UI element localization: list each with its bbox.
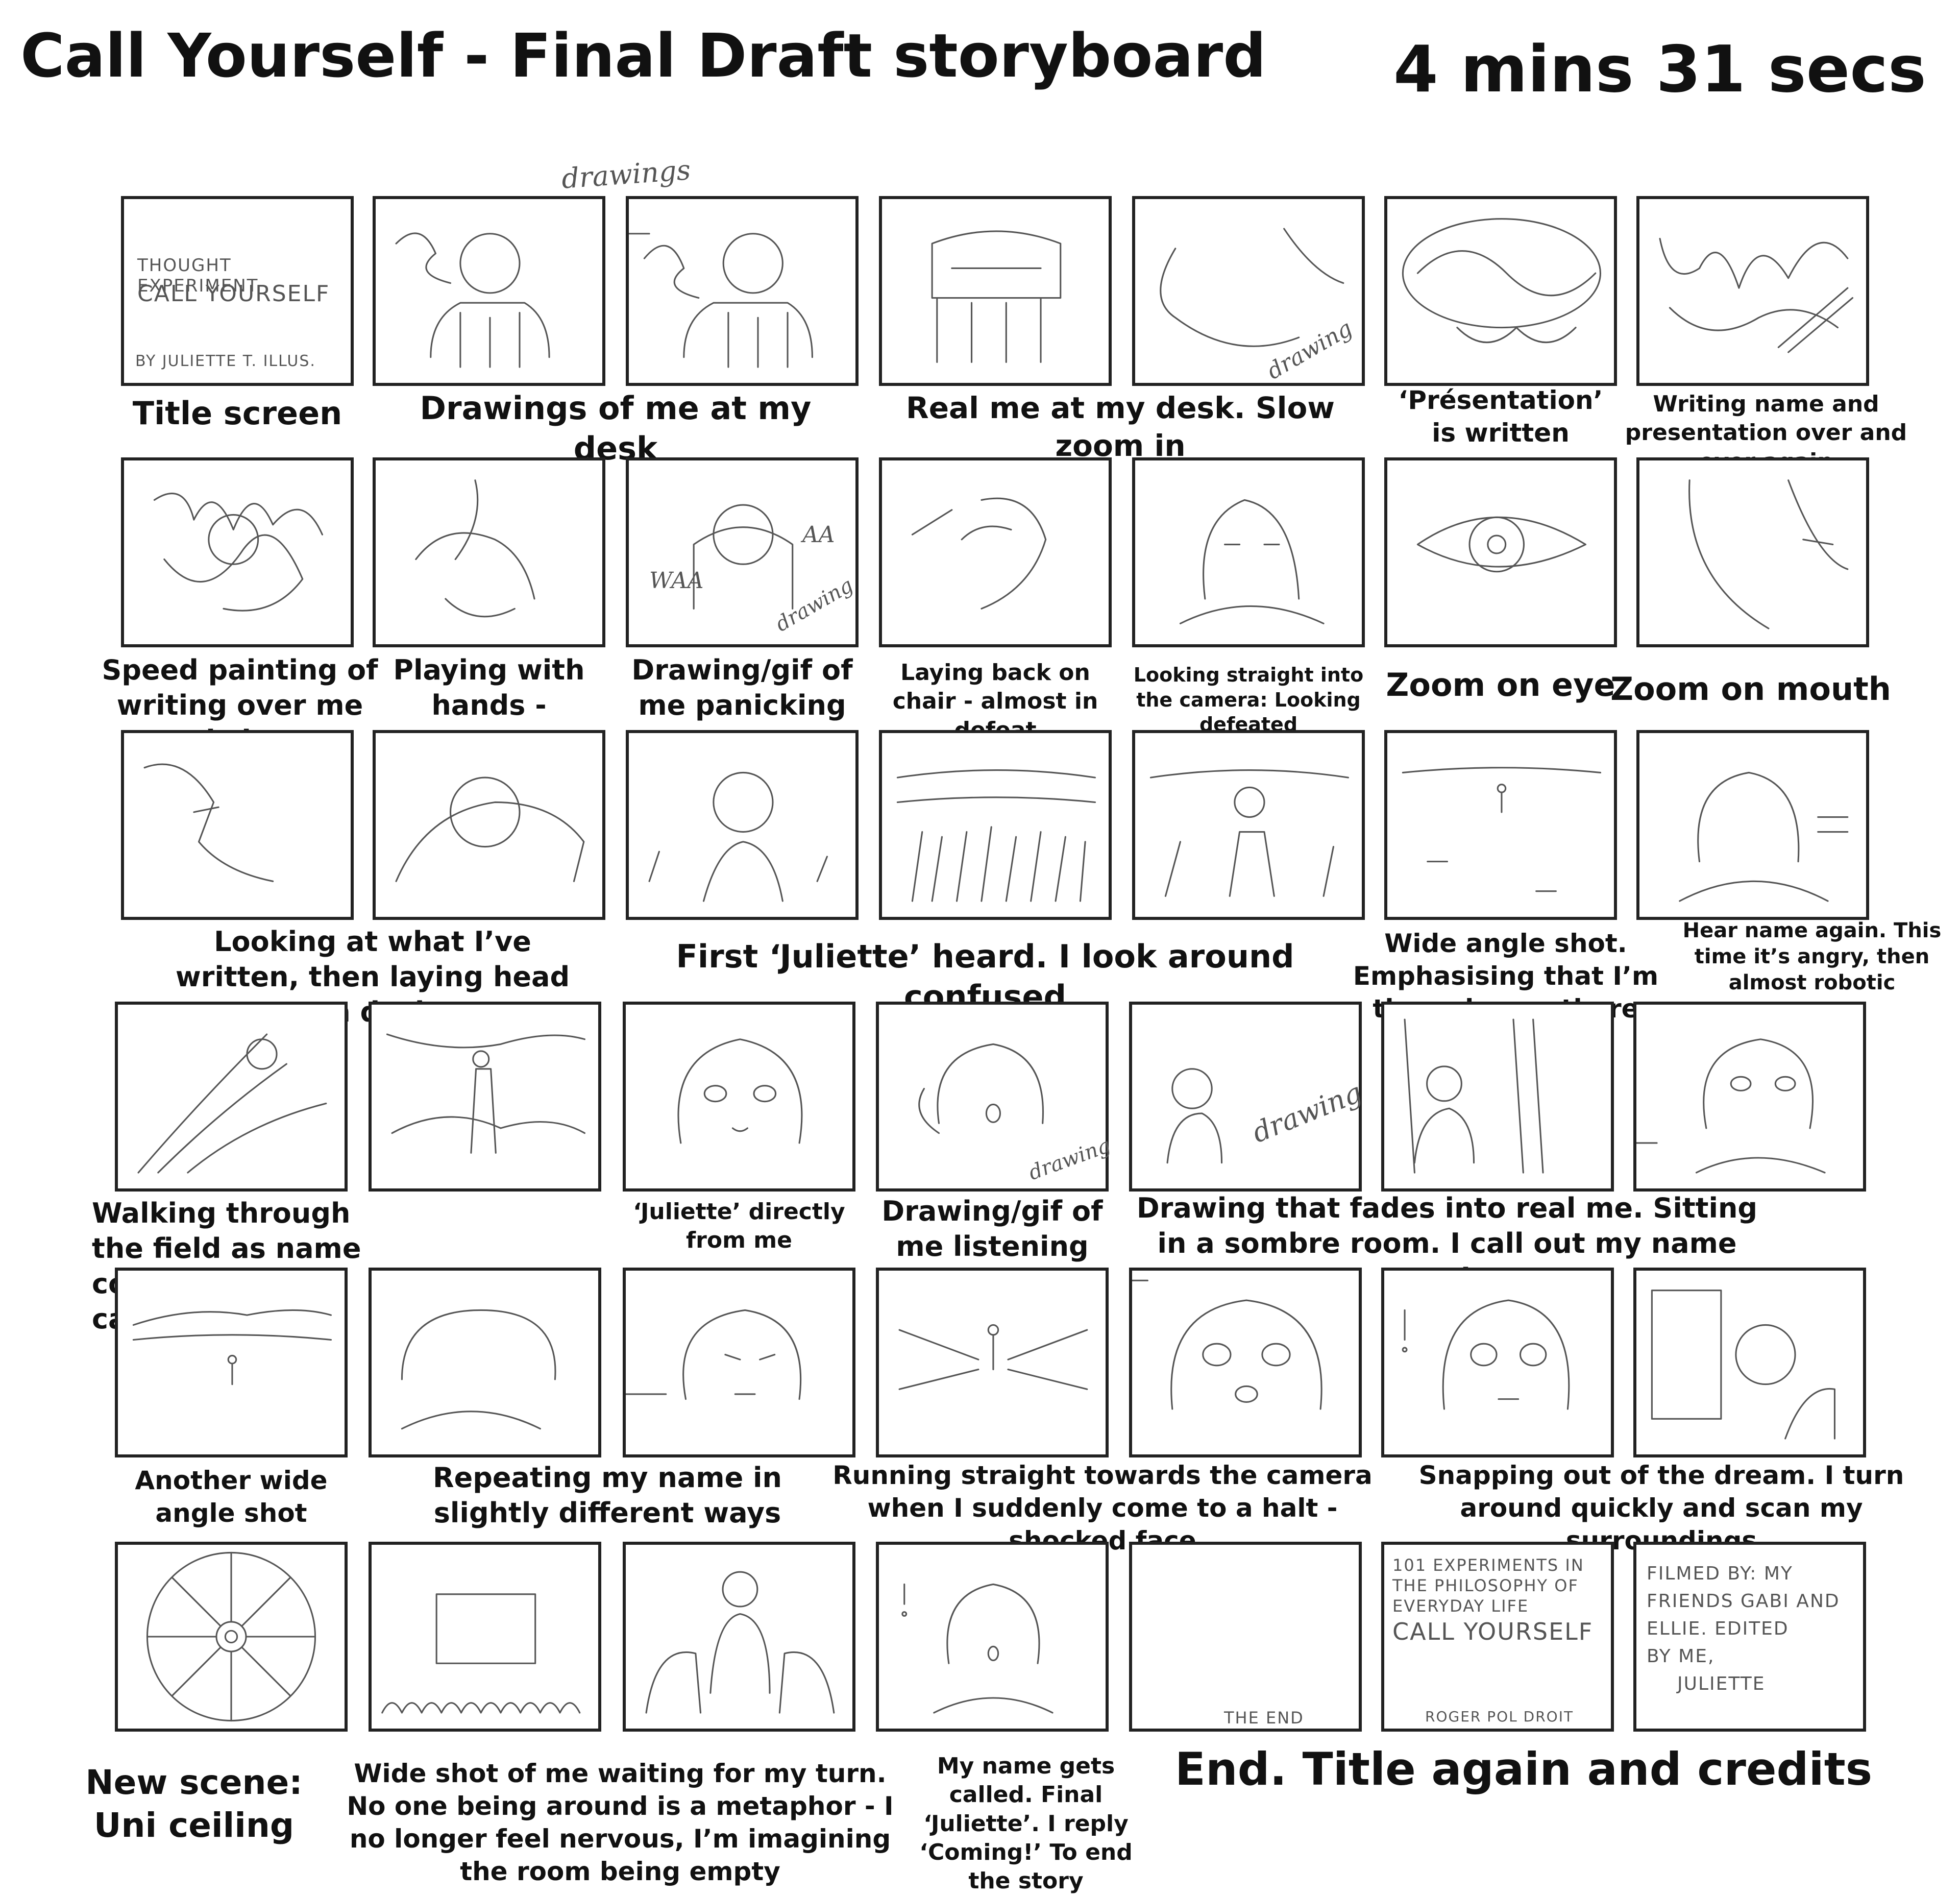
caption: Another wide angle shot: [135, 1466, 328, 1528]
frame-the-end: THE END: [1129, 1542, 1362, 1732]
frame-looking-defeated: [1132, 457, 1365, 647]
frame-title-screen: THOUGHT EXPERIMENT CALL YOURSELF BY JULI…: [121, 196, 354, 386]
frame-standing-field: [369, 1002, 601, 1192]
frame-zoom-in: drawing: [1132, 196, 1365, 386]
frame-text: THE PHILOSOPHY OF: [1392, 1576, 1579, 1595]
frame-wide-angle: [1384, 730, 1617, 920]
frame-text: JULIETTE: [1677, 1673, 1766, 1694]
caption: Real me at my desk. Slow zoom in: [906, 391, 1335, 464]
panic-text: AA: [802, 522, 835, 548]
caption: ‘Juliette’ directly from me: [633, 1199, 845, 1254]
frame-text: CALL YOURSELF: [137, 281, 330, 307]
frame-sitting-drawing: drawing: [1129, 1002, 1366, 1192]
frame-another-wide: [115, 1268, 348, 1457]
frame-juliette-heard: [626, 730, 859, 920]
frame-writing-name: [1636, 196, 1869, 386]
frame-text: EVERYDAY LIFE: [1392, 1596, 1529, 1616]
frame-text: CALL YOURSELF: [1392, 1618, 1594, 1645]
frame-text: 101 EXPERIMENTS IN: [1392, 1555, 1584, 1575]
frame-drawing-desk-1: [373, 196, 605, 386]
frame-looking-written: [121, 730, 354, 920]
caption: Snapping out of the dream. I turn around…: [1418, 1461, 1904, 1555]
frame-real-desk: [879, 196, 1112, 386]
caption: Zoom on mouth: [1610, 670, 1891, 708]
frame-look-around: [1132, 730, 1365, 920]
caption: Wide shot of me waiting for my turn. No …: [347, 1759, 894, 1886]
frame-repeating-2: [623, 1268, 855, 1457]
frame-listening: drawing: [876, 1002, 1114, 1192]
frame-name-called: [876, 1542, 1109, 1732]
frame-juliette-from-me: [623, 1002, 855, 1192]
frame-text: BY ME,: [1647, 1646, 1715, 1667]
frame-shocked-face: [1129, 1268, 1362, 1457]
frame-text: FILMED BY: MY: [1647, 1563, 1793, 1584]
page-title: Call Yourself - Final Draft storyboard: [20, 20, 1266, 91]
caption: First ‘Juliette’ heard. I look around co…: [676, 938, 1294, 1016]
frame-head-on-desk: [373, 730, 605, 920]
caption: Hear name again. This time it’s angry, t…: [1682, 919, 1942, 995]
caption: Zoom on eye: [1386, 666, 1615, 703]
frame-text: THOUGHT EXPERIMENT: [137, 255, 259, 296]
caption: Drawing/gif of me panicking: [631, 654, 853, 722]
frame-book-title: 101 EXPERIMENTS IN THE PHILOSOPHY OF EVE…: [1381, 1542, 1614, 1732]
drawings-note: drawings: [560, 154, 692, 195]
caption: My name gets called. Final ‘Juliette’. I…: [919, 1753, 1133, 1894]
frame-zoom-eye: [1384, 457, 1617, 647]
caption: Repeating my name in slightly different …: [433, 1462, 782, 1529]
caption: ‘Présentation’ is written: [1398, 385, 1603, 448]
frame-presentation-written: [1384, 196, 1617, 386]
frame-laying-back: [879, 457, 1112, 647]
panic-text: WAA: [649, 568, 704, 594]
frame-sombre-room: [1381, 1002, 1614, 1192]
frame-uni-ceiling: [115, 1542, 348, 1732]
frame-text: BY JULIETTE T. ILLUS.: [135, 352, 316, 370]
frame-scan-surroundings: [1633, 1268, 1866, 1457]
the-end-text: THE END: [1224, 1708, 1304, 1728]
frame-hands: [373, 457, 605, 647]
frame-text: FRIENDS GABI AND: [1647, 1591, 1840, 1612]
frame-waiting-room: [369, 1542, 601, 1732]
caption: Drawings of me at my desk: [420, 390, 812, 468]
frame-running: [876, 1268, 1109, 1457]
frame-snapping-out: [1381, 1268, 1614, 1457]
frame-panicking: WAA AA drawing: [626, 457, 859, 647]
frame-zoom-mouth: [1636, 457, 1869, 647]
frame-speed-painting: [121, 457, 354, 647]
frame-call-out: [1633, 1002, 1866, 1192]
caption: Looking straight into the camera: Lookin…: [1133, 664, 1364, 736]
frame-walking-field: [115, 1002, 348, 1192]
frame-waiting-seat: [623, 1542, 855, 1732]
frame-hear-again: [1636, 730, 1869, 920]
frame-credits: FILMED BY: MY FRIENDS GABI AND ELLIE. ED…: [1633, 1542, 1866, 1732]
frame-repeating-1: [369, 1268, 601, 1457]
duration-label: 4 mins 31 secs: [1393, 32, 1926, 107]
frame-drawing-desk-2: [626, 196, 859, 386]
frame-text: ELLIE. EDITED: [1647, 1618, 1789, 1639]
caption: New scene: Uni ceiling: [85, 1763, 303, 1845]
caption: Running straight towards the camera when…: [832, 1461, 1373, 1555]
caption: End. Title again and credits: [1174, 1743, 1873, 1795]
frame-field: [879, 730, 1112, 920]
frame-text: ROGER POL DROIT: [1425, 1708, 1574, 1725]
caption: Title screen: [132, 395, 342, 432]
caption: Drawing/gif of me listening: [881, 1195, 1103, 1263]
